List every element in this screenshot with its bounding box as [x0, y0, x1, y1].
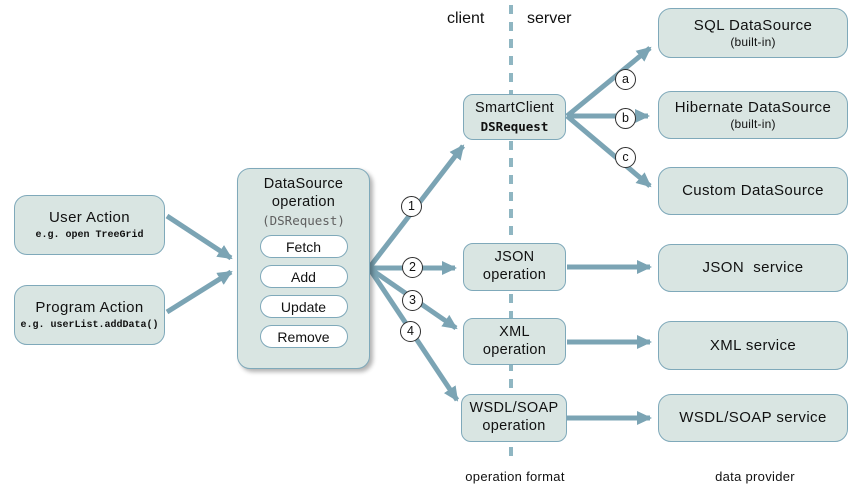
hibernate-datasource-title: Hibernate DataSource — [674, 98, 832, 116]
sql-datasource-box: SQL DataSource (built-in) — [658, 8, 848, 58]
route-c-badge: c — [615, 147, 636, 168]
hibernate-datasource-subtitle: (built-in) — [730, 117, 776, 132]
step-3-badge: 3 — [402, 290, 423, 311]
remove-operation-pill: Remove — [259, 325, 348, 349]
datasource-operation-title-line1: DataSource — [263, 176, 344, 192]
arrow-program-action-to-datasource — [165, 269, 233, 315]
wsdl-soap-operation-line1: WSDL/SOAP — [469, 400, 559, 417]
custom-datasource-box: Custom DataSource — [658, 167, 848, 215]
hibernate-datasource-box: Hibernate DataSource (built-in) — [658, 91, 848, 139]
program-action-example: e.g. userList.addData() — [20, 319, 159, 331]
json-service-title: JSON service — [702, 259, 804, 277]
wsdl-soap-service-title: WSDL/SOAP service — [679, 409, 827, 427]
arrow-a-to-sql-datasource — [565, 46, 652, 118]
route-a-badge: a — [615, 69, 636, 90]
xml-operation-line1: XML — [499, 323, 530, 340]
sql-datasource-subtitle: (built-in) — [730, 35, 776, 50]
json-operation-line2: operation — [482, 267, 547, 283]
custom-datasource-title: Custom DataSource — [682, 182, 824, 200]
update-operation-pill: Update — [259, 295, 348, 319]
fetch-operation-pill: Fetch — [259, 235, 348, 259]
step-2-badge: 2 — [402, 257, 423, 278]
wsdl-soap-service-box: WSDL/SOAP service — [658, 394, 848, 442]
route-b-badge: b — [615, 108, 636, 129]
json-operation-line1: JSON — [494, 249, 535, 266]
arrow-c-to-custom-datasource — [565, 114, 652, 188]
arrow-user-action-to-datasource — [165, 213, 233, 261]
program-action-box: Program Action e.g. userList.addData() — [14, 285, 165, 345]
user-action-title: User Action — [48, 209, 131, 227]
program-action-title: Program Action — [35, 299, 144, 317]
wsdl-soap-operation-box: WSDL/SOAP operation — [461, 394, 567, 442]
datasource-operation-code: (DSRequest) — [262, 213, 345, 229]
wsdl-soap-operation-line2: operation — [482, 418, 546, 434]
data-provider-label: data provider — [715, 469, 795, 484]
xml-operation-box: XML operation — [463, 318, 566, 365]
smartclient-title: SmartClient — [474, 100, 555, 117]
json-service-box: JSON service — [658, 244, 848, 292]
sql-datasource-title: SQL DataSource — [693, 16, 813, 34]
user-action-example: e.g. open TreeGrid — [35, 229, 144, 241]
datasource-operation-box: DataSource operation (DSRequest) Fetch A… — [237, 168, 370, 369]
smartclient-dsrequest-box: SmartClient DSRequest — [463, 94, 566, 140]
xml-service-title: XML service — [709, 336, 797, 354]
server-lane-label: server — [527, 10, 572, 27]
json-operation-box: JSON operation — [463, 243, 566, 291]
operation-format-label: operation format — [465, 469, 565, 484]
step-1-badge: 1 — [401, 196, 422, 217]
xml-operation-line2: operation — [482, 341, 547, 358]
add-operation-pill: Add — [259, 265, 348, 289]
user-action-box: User Action e.g. open TreeGrid — [14, 195, 165, 255]
xml-service-box: XML service — [658, 321, 848, 370]
step-4-badge: 4 — [400, 321, 421, 342]
datasource-operation-title-line2: operation — [271, 193, 336, 210]
smartclient-code: DSRequest — [480, 118, 549, 134]
client-lane-label: client — [447, 10, 485, 27]
